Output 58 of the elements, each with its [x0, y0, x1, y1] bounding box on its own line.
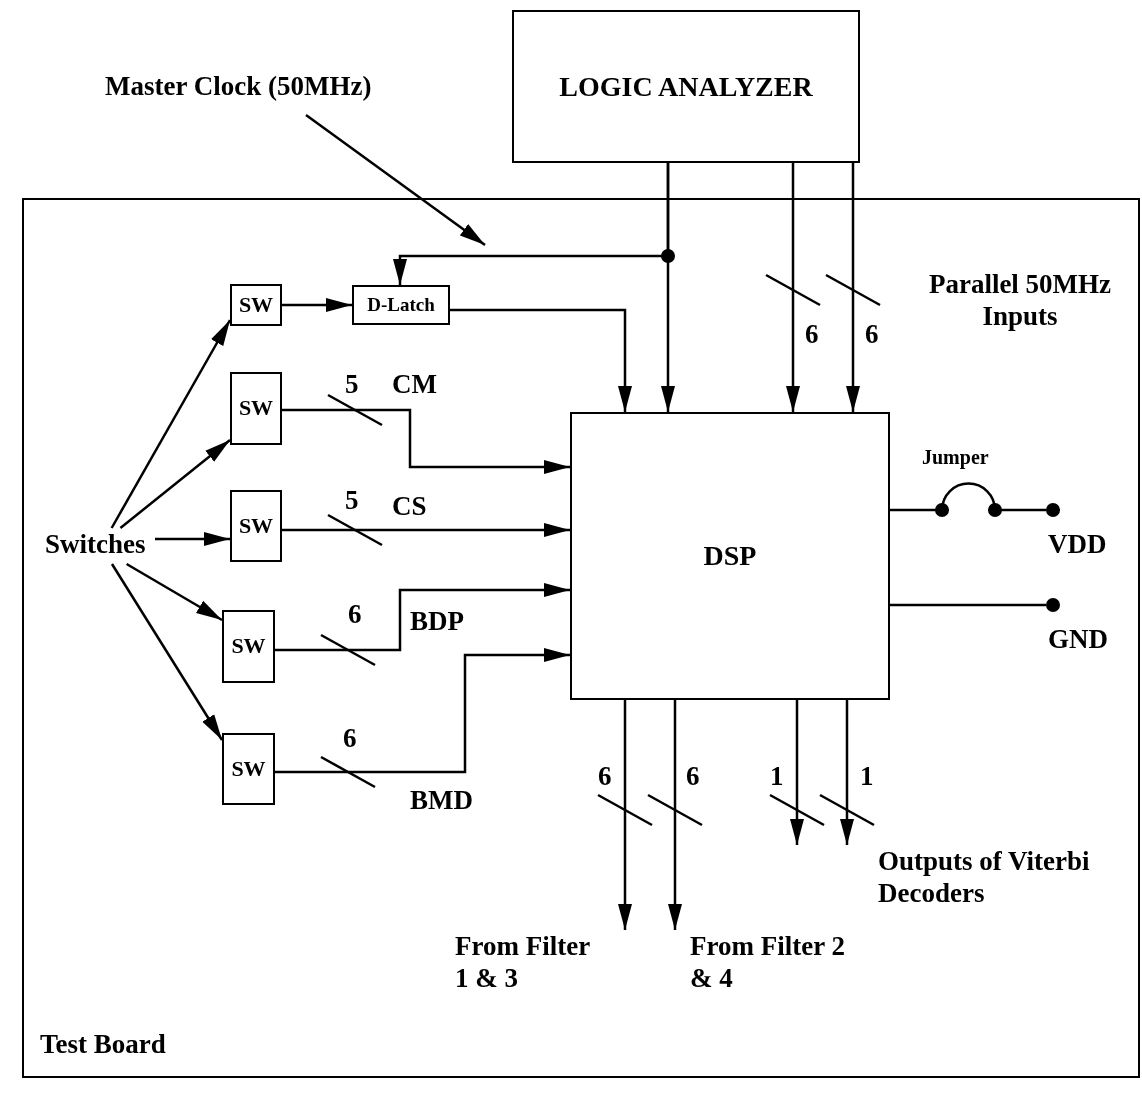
note-text: Parallel 50MHz Inputs: [927, 268, 1113, 333]
bus-width-label: 6: [686, 760, 700, 793]
bus-width-label: 1: [770, 760, 784, 793]
bus-width-label: 6: [343, 722, 357, 755]
arrow: [450, 308, 632, 412]
text-label: From Filter 2 & 4: [690, 930, 850, 995]
block-box: [230, 490, 282, 562]
bus-width-label: 6: [598, 760, 612, 793]
bus-width-label: 6: [348, 598, 362, 631]
arrow: [275, 648, 570, 774]
pin-label: GND: [1048, 623, 1108, 656]
arrow: [282, 523, 570, 537]
block-box: [352, 285, 450, 325]
block-box: [512, 10, 860, 163]
block-label: LOGIC ANALYZER: [559, 69, 813, 104]
block-label: D-Latch: [367, 293, 435, 317]
arrow: [786, 163, 800, 412]
pin-label: VDD: [1048, 528, 1107, 561]
arrow: [282, 298, 352, 312]
text-label: Switches: [45, 528, 146, 561]
arrow: [668, 700, 682, 930]
terminal-dot: [1046, 598, 1060, 612]
arrow: [125, 562, 223, 622]
dsp-block: [570, 412, 890, 700]
block-label: SW: [238, 291, 274, 319]
arrow: [393, 163, 670, 285]
text-label: Outputs of Viterbi Decoders: [878, 845, 1108, 910]
arrow: [790, 700, 804, 845]
block-label: SW: [231, 755, 266, 783]
block-box: [230, 372, 282, 445]
block-label: DSP: [703, 539, 757, 573]
arrow: [119, 439, 231, 529]
arrow: [840, 700, 854, 845]
bus-width-label: 6: [805, 318, 819, 351]
bus-width-label: 6: [865, 318, 879, 351]
board-outline: [22, 198, 1140, 1078]
arrow: [846, 163, 860, 412]
terminal-dot: [1046, 503, 1060, 517]
block-box: [222, 733, 275, 805]
jumper-wire: [890, 482, 1046, 512]
block-label: SW: [238, 395, 274, 422]
block-label: SW: [231, 633, 266, 660]
arrow: [110, 319, 232, 529]
text-label: Master Clock (50MHz): [105, 70, 372, 103]
arrow: [305, 114, 486, 246]
board-title: Test Board: [40, 1027, 166, 1060]
arrow: [275, 583, 570, 652]
block-label: SW: [238, 512, 274, 540]
arrow: [282, 408, 570, 474]
bus-width-label: 5: [345, 368, 359, 401]
block-box: [230, 284, 282, 326]
arrow: [110, 563, 224, 741]
arrow: [155, 531, 230, 546]
bus-width-label: 1: [860, 760, 874, 793]
arrow: [618, 700, 632, 930]
bus-width-label: 5: [345, 484, 359, 517]
block-box: [222, 610, 275, 683]
text-label: From Filter 1 & 3: [455, 930, 605, 995]
